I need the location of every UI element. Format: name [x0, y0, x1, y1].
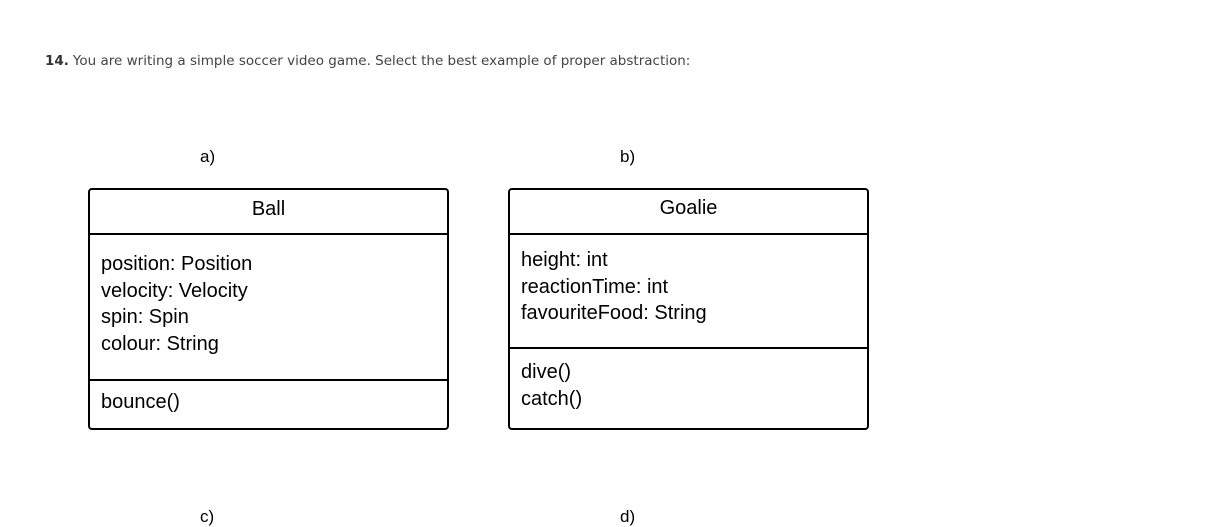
attribute-row: favouriteFood: String — [521, 302, 707, 325]
attributes-section: height: int reactionTime: int favouriteF… — [510, 235, 867, 349]
method-row: dive() — [521, 361, 572, 383]
option-a-label[interactable]: a) — [200, 147, 216, 166]
class-name: Ball — [90, 190, 447, 235]
attribute-row: position: Position — [101, 253, 253, 275]
methods-section: bounce() — [90, 381, 447, 416]
option-b-label[interactable]: b) — [620, 147, 636, 166]
attribute-row: velocity: Velocity — [101, 279, 248, 302]
attribute-row: height: int — [521, 249, 608, 271]
method-row: catch() — [521, 387, 583, 410]
goalie-class-diagram: Goalie height: int reactionTime: int fav… — [508, 188, 869, 430]
ball-class-diagram: Ball position: Position velocity: Veloci… — [88, 188, 449, 430]
attribute-row: reactionTime: int — [521, 275, 669, 298]
question-number: 14. — [45, 53, 69, 69]
attribute-row: spin: Spin — [101, 306, 189, 329]
option-d-label[interactable]: d) — [620, 507, 636, 526]
question-text: You are writing a simple soccer video ga… — [72, 53, 691, 69]
attributes-section: position: Position velocity: Velocity sp… — [90, 235, 447, 381]
methods-section: dive() catch() — [510, 349, 867, 412]
method-row: bounce() — [101, 391, 180, 413]
attribute-row: colour: String — [101, 333, 219, 356]
option-c-label[interactable]: c) — [200, 507, 215, 526]
class-name: Goalie — [510, 190, 867, 235]
question-prompt: 14.You are writing a simple soccer video… — [45, 53, 690, 69]
